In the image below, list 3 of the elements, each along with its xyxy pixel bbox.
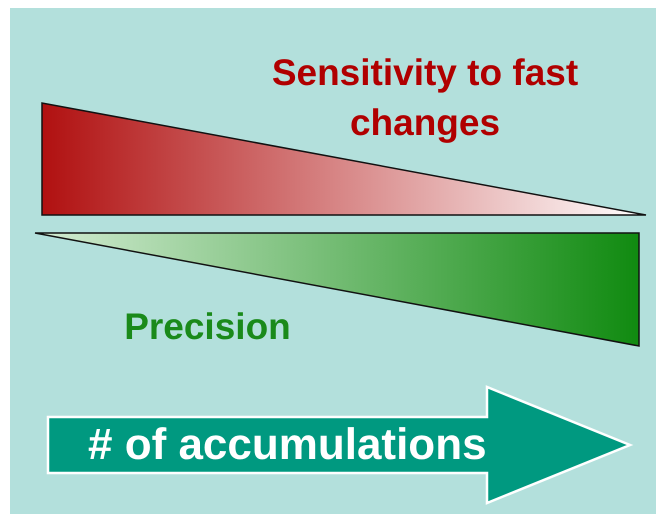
wedge-caption: Precision <box>123 305 292 349</box>
arrow-label: # of accumulations <box>88 420 487 470</box>
wedge-caption: Sensitivity to fast changes <box>270 51 580 145</box>
